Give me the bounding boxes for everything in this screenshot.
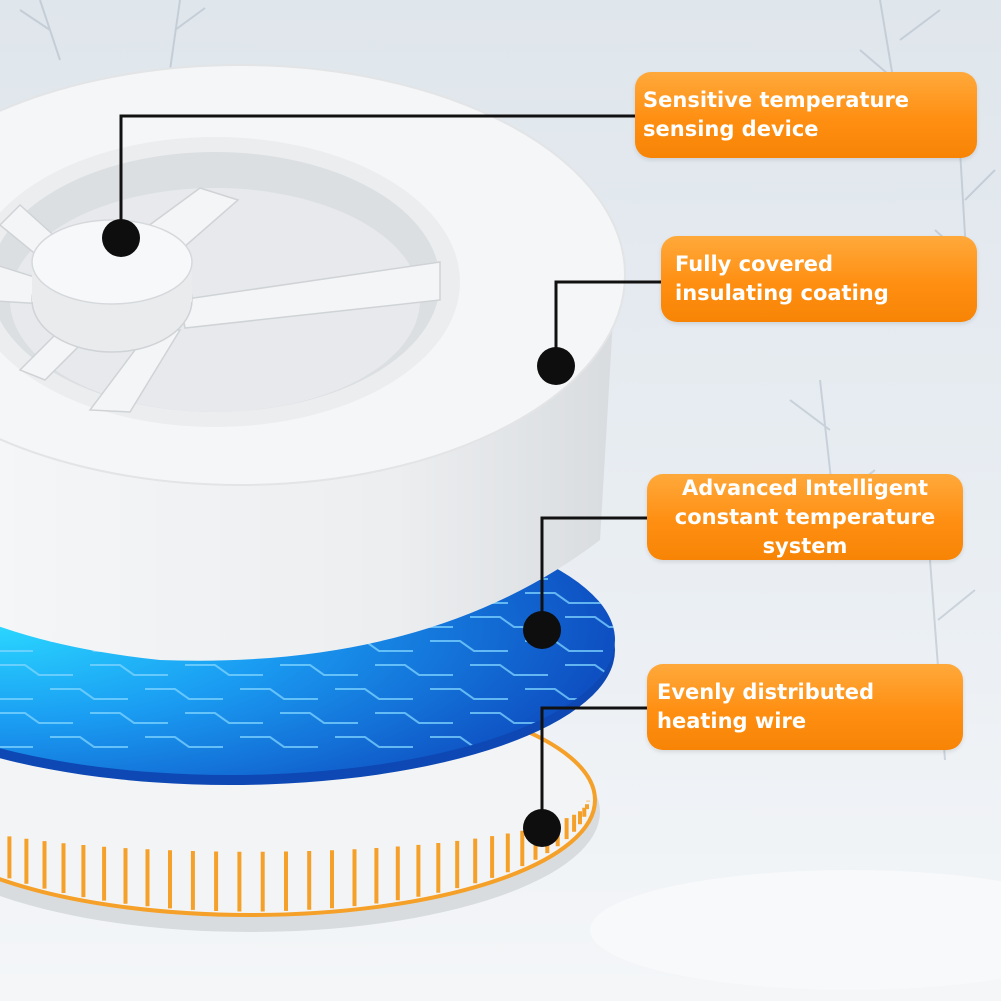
callout-system-line-3: system — [762, 533, 848, 558]
dot-coating — [537, 347, 575, 385]
callout-sensor-line-2: sensing device — [643, 117, 819, 141]
callout-wire: Evenly distributed heating wire — [647, 664, 963, 750]
callout-sensor: Sensitive temperature sensing device — [635, 72, 977, 158]
callout-system: Advanced Intelligent constant temperatur… — [647, 474, 963, 560]
dot-sensor — [102, 219, 140, 257]
housing — [0, 64, 626, 661]
callout-sensor-line-1: Sensitive temperature — [643, 88, 910, 112]
callout-system-line-2: constant temperature — [674, 504, 936, 529]
heating-wire-loops — [0, 800, 591, 912]
connectors — [119, 114, 662, 828]
callout-coating-line-2: insulating coating — [675, 281, 889, 305]
callout-coating: Fully covered insulating coating — [661, 236, 977, 322]
dot-system — [523, 611, 561, 649]
connector-wire — [540, 706, 648, 828]
callout-coating-line-1: Fully covered — [675, 252, 834, 276]
connector-coating — [554, 280, 662, 366]
callout-wire-line-2: heating wire — [657, 709, 807, 733]
connector-system — [540, 516, 648, 630]
connector-sensor — [119, 114, 636, 238]
callout-system-line-1: Advanced Intelligent — [681, 475, 929, 500]
dot-wire — [523, 809, 561, 847]
callout-wire-line-1: Evenly distributed — [657, 680, 875, 704]
